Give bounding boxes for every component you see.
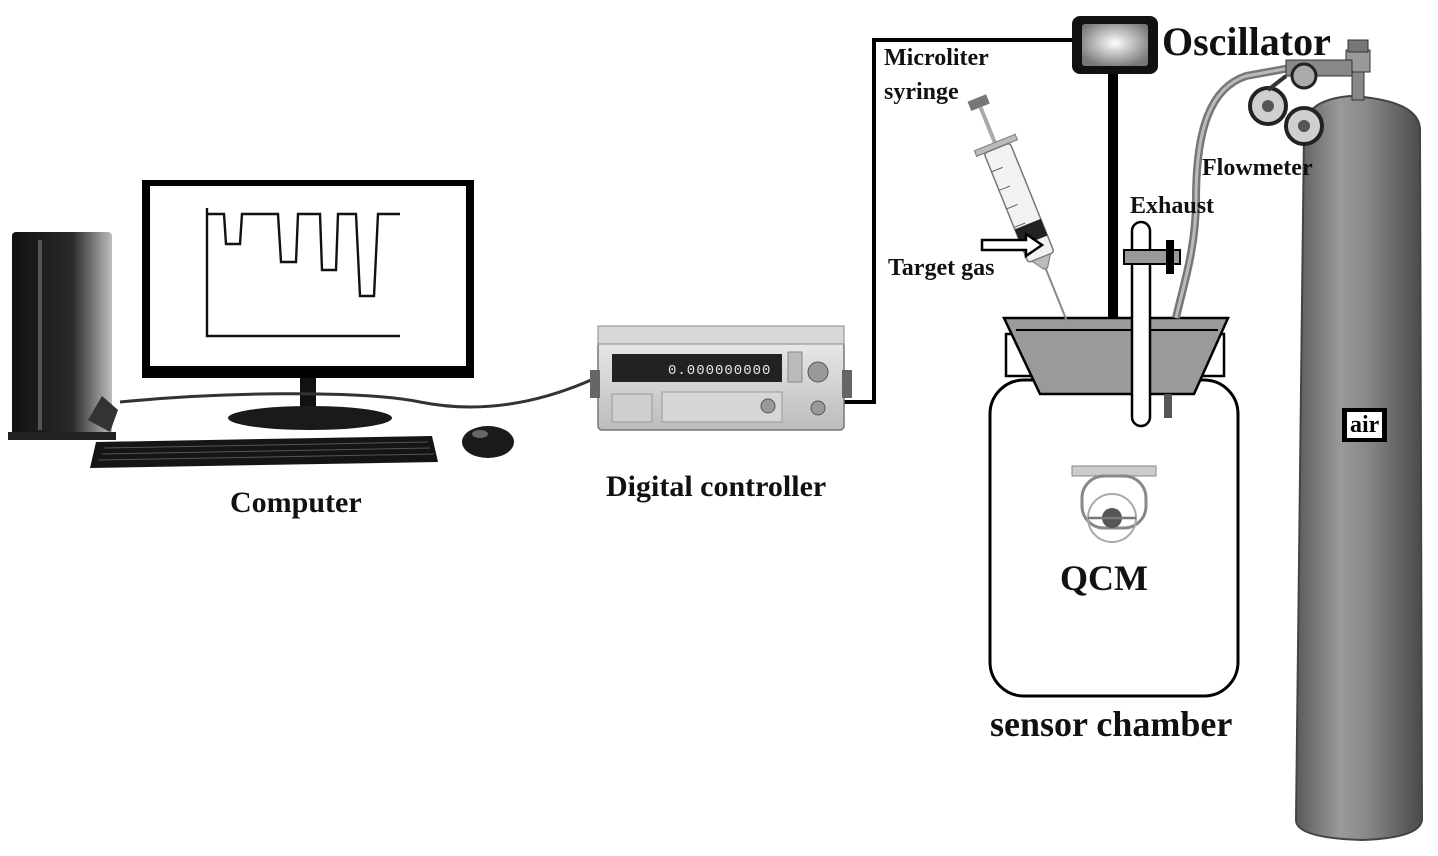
digital-controller-icon: [590, 325, 852, 431]
target-gas-arrow-icon: [980, 231, 1045, 259]
label-air: air: [1342, 408, 1388, 442]
cable-icon: [119, 374, 601, 409]
mouse-icon: [462, 426, 514, 458]
controller-display: 0.000000000: [668, 363, 771, 379]
label-digital-controller: Digital controller: [606, 470, 827, 503]
label-flowmeter: Flowmeter: [1202, 155, 1313, 181]
label-oscillator: Oscillator: [1162, 19, 1331, 64]
response-curve-icon: [205, 208, 400, 338]
label-microliter: Microliter: [884, 45, 989, 71]
qcm-crystal-icon: [1071, 465, 1157, 543]
oscillator-icon: [1072, 16, 1158, 74]
gas-line-icon: [1172, 64, 1291, 319]
controller-oscillator-wire: [842, 38, 1078, 404]
air-cylinder-icon: [1294, 39, 1424, 842]
label-computer: Computer: [230, 486, 362, 519]
label-air-text: air: [1347, 412, 1383, 438]
exhaust-tube-icon: [1123, 220, 1181, 428]
flowmeter-icon: [1248, 59, 1353, 146]
label-exhaust: Exhaust: [1130, 193, 1215, 219]
label-qcm: QCM: [1060, 558, 1148, 598]
label-sensor-chamber: sensor chamber: [990, 704, 1233, 744]
label-syringe: syringe: [884, 79, 959, 105]
computer-tower-icon: [8, 232, 118, 440]
sensor-chamber-icon: [988, 316, 1240, 698]
label-target-gas: Target gas: [888, 255, 995, 281]
keyboard-icon: [90, 436, 438, 468]
microliter-syringe-icon: [967, 94, 1068, 321]
